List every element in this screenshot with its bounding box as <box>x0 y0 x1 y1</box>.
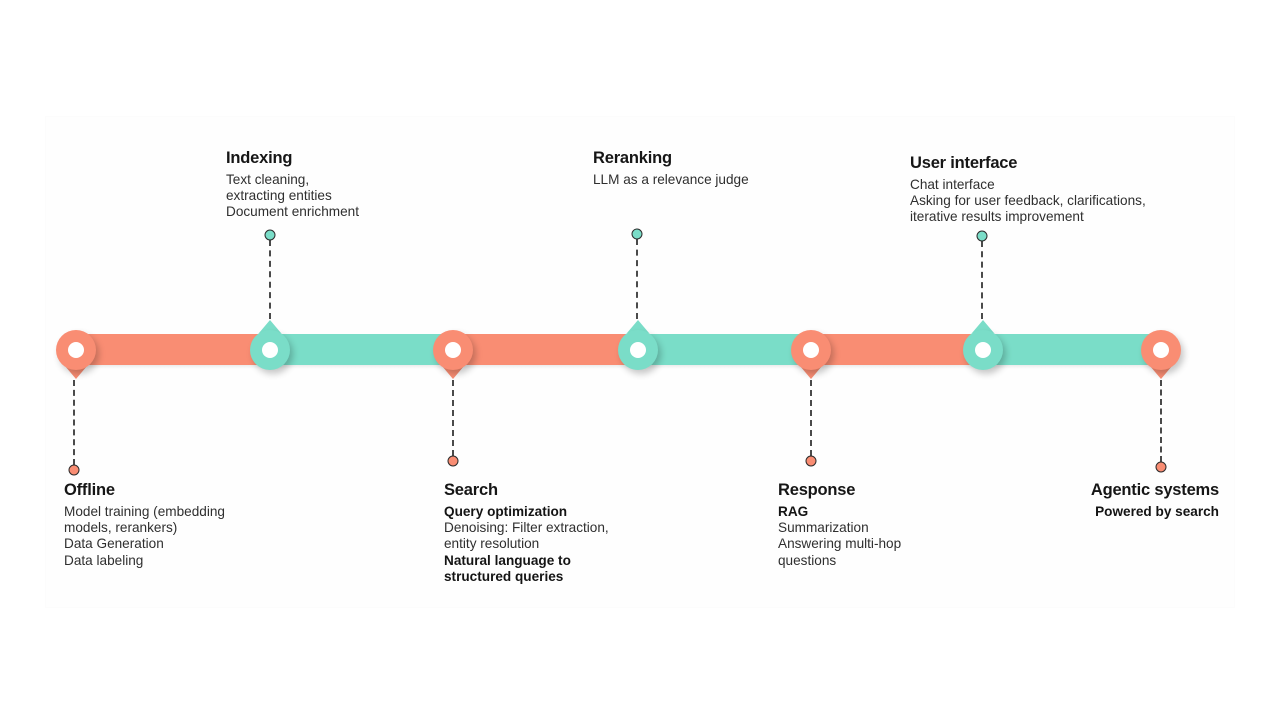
timeline-segment-5 <box>983 334 1161 369</box>
milestone-node-hole <box>68 341 84 358</box>
stage-detail-line: Powered by search <box>1095 503 1219 519</box>
connector-triangle-response <box>800 366 822 379</box>
stage-detail-line: Query optimization <box>444 503 568 519</box>
leader-pin-offline <box>68 464 80 476</box>
milestone-node-hole <box>445 341 461 358</box>
stage-detail-line: RAG <box>778 503 809 519</box>
stage-detail-line: Chat interface <box>910 176 995 192</box>
milestone-node-hole <box>262 341 278 358</box>
timeline-rail <box>60 334 1176 369</box>
stage-detail-line: Text cleaning, <box>226 171 310 187</box>
milestone-node-0[interactable] <box>56 329 96 370</box>
connector-triangle-agentic-systems <box>1150 366 1172 379</box>
stage-details-agentic-systems: Powered by search <box>1091 504 1219 520</box>
leader-line-search <box>452 380 454 456</box>
stage-title-indexing: Indexing <box>226 149 293 167</box>
stage-detail-line: Answering multi-hop <box>778 536 902 552</box>
stage-detail-line: Document enrichment <box>226 204 359 220</box>
stage-title-user-interface: User interface <box>910 154 1018 172</box>
milestone-node-hole <box>975 341 991 358</box>
timeline-segment-2 <box>453 334 638 369</box>
leader-pin-search <box>447 455 459 467</box>
stage-title-agentic-systems: Agentic systems <box>1090 481 1219 499</box>
stage-detail-line: models, rerankers) <box>64 519 178 535</box>
stage-title-offline: Offline <box>64 481 115 499</box>
leader-line-user-interface <box>981 241 983 319</box>
leader-pin-indexing <box>264 229 276 241</box>
stage-detail-line: entity resolution <box>444 536 540 552</box>
milestone-node-5[interactable] <box>963 329 1003 370</box>
stage-title-response: Response <box>778 481 856 499</box>
leader-line-offline <box>73 380 75 465</box>
stage-detail-line: LLM as a relevance judge <box>593 171 749 187</box>
milestone-node-2[interactable] <box>433 329 473 370</box>
stage-detail-line: Model training (embedding <box>64 503 225 519</box>
leader-pin-user-interface <box>976 230 988 242</box>
connector-triangle-search <box>442 366 464 379</box>
stage-detail-line: Summarization <box>778 519 869 535</box>
leader-pin-response <box>805 455 817 467</box>
stage-detail-line: Data Generation <box>64 536 164 552</box>
stage-detail-line: Denoising: Filter extraction, <box>444 519 609 535</box>
leader-line-agentic-systems <box>1160 380 1162 462</box>
connector-triangle-offline <box>65 366 87 379</box>
timeline-segment-4 <box>811 334 983 369</box>
stage-detail-line: extracting entities <box>226 187 332 203</box>
stage-detail-line: iterative results improvement <box>910 209 1084 225</box>
stage-detail-line: Asking for user feedback, clarifications… <box>910 192 1146 208</box>
milestone-node-hole <box>1153 341 1169 358</box>
leader-line-indexing <box>269 240 271 319</box>
timeline-segment-3 <box>638 334 811 369</box>
milestone-node-6[interactable] <box>1141 329 1181 370</box>
stage-detail-line: questions <box>778 552 837 568</box>
milestone-node-hole <box>630 341 646 358</box>
stage-title-search: Search <box>444 481 498 499</box>
leader-pin-reranking <box>631 228 643 240</box>
leader-line-response <box>810 380 812 456</box>
leader-pin-agentic-systems <box>1155 461 1167 473</box>
milestone-node-hole <box>803 341 819 358</box>
stage-title-reranking: Reranking <box>593 149 672 167</box>
stage-detail-line: Natural language to <box>444 552 571 568</box>
milestone-node-1[interactable] <box>250 329 290 370</box>
stage-detail-line: Data labeling <box>64 552 144 568</box>
stage-details-reranking: LLM as a relevance judge <box>593 172 749 188</box>
leader-line-reranking <box>636 239 638 319</box>
timeline-segment-1 <box>270 334 453 369</box>
milestone-node-4[interactable] <box>791 329 831 370</box>
milestone-node-3[interactable] <box>618 329 658 370</box>
timeline-segment-0 <box>76 334 270 369</box>
stage-detail-line: structured queries <box>444 568 564 584</box>
